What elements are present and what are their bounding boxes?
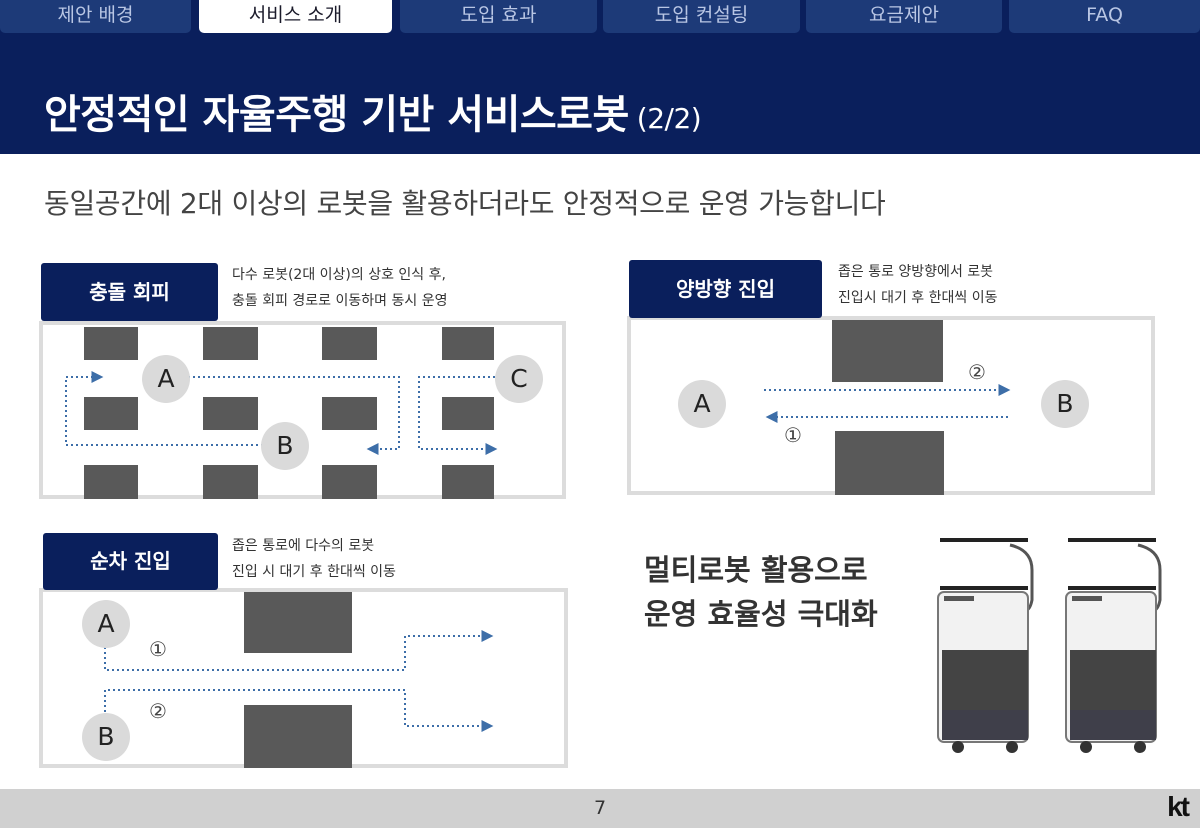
- tagline: 멀티로봇 활용으로 운영 효율성 극대화: [644, 548, 878, 636]
- bidirectional-label: 양방향 진입: [629, 260, 822, 318]
- collision-avoid-diagram: A B C: [39, 321, 566, 499]
- obstacle-block: [835, 431, 944, 495]
- path-c: [418, 376, 498, 455]
- path-a: [104, 630, 494, 671]
- path-b: [65, 371, 263, 446]
- page-indicator: (2/2): [636, 102, 702, 135]
- obstacle-block: [322, 327, 377, 360]
- obstacle-block: [442, 465, 494, 499]
- tagline-line2: 운영 효율성 극대화: [644, 597, 878, 631]
- tagline-line1: 멀티로봇 활용으로: [644, 553, 868, 587]
- sequential-desc-line1: 좁은 통로에 다수의 로봇: [232, 538, 375, 554]
- obstacle-block: [84, 327, 138, 360]
- collision-desc-line1: 다수 로봇(2대 이상)의 상호 인식 후,: [232, 267, 446, 283]
- kt-logo: kt: [1167, 791, 1190, 822]
- tab-proposal-background[interactable]: 제안 배경: [0, 0, 191, 33]
- obstacle-block: [442, 327, 494, 360]
- robot-node-c: C: [495, 355, 543, 403]
- page-subtitle: 동일공간에 2대 이상의 로봇을 활용하더라도 안정적으로 운영 가능합니다: [44, 187, 886, 220]
- obstacle-block: [244, 592, 352, 653]
- obstacle-block: [203, 465, 258, 499]
- sequential-label: 순차 진입: [43, 533, 218, 590]
- page-number: 7: [593, 797, 607, 819]
- obstacle-block: [832, 320, 943, 382]
- order-marker-1: ①: [784, 423, 802, 447]
- path-a: [183, 376, 400, 455]
- path-b: [104, 689, 494, 732]
- robot-node-a: A: [82, 600, 130, 648]
- order-marker-2: ②: [968, 360, 986, 384]
- robot-node-a: A: [142, 355, 190, 403]
- order-marker-1: ①: [149, 637, 167, 661]
- robot-node-a: A: [678, 380, 726, 428]
- bidirectional-desc-line1: 좁은 통로 양방향에서 로봇: [838, 264, 994, 280]
- page-title: 안정적인 자율주행 기반 서비스로봇(2/2): [44, 82, 702, 140]
- bidirectional-desc: 좁은 통로 양방향에서 로봇 진입시 대기 후 한대씩 이동: [838, 259, 997, 311]
- obstacle-block: [322, 397, 377, 430]
- sequential-desc-line2: 진입 시 대기 후 한대씩 이동: [232, 564, 396, 580]
- tab-pricing[interactable]: 요금제안: [806, 0, 1002, 33]
- page-title-text: 안정적인 자율주행 기반 서비스로봇: [44, 92, 629, 138]
- obstacle-block: [244, 705, 352, 768]
- footer: 7 kt: [0, 789, 1200, 828]
- bidirectional-paths: [764, 384, 1011, 423]
- serving-robot-icon: [937, 538, 1034, 753]
- obstacle-block: [203, 397, 258, 430]
- sequential-paths: [104, 630, 494, 732]
- sequential-desc: 좁은 통로에 다수의 로봇 진입 시 대기 후 한대씩 이동: [232, 533, 396, 585]
- obstacle-block: [203, 327, 258, 360]
- top-nav: 제안 배경 서비스 소개 도입 효과 도입 컨설팅 요금제안 FAQ: [0, 0, 1200, 36]
- obstacle-block: [442, 397, 494, 430]
- order-marker-2: ②: [149, 699, 167, 723]
- collision-paths: [65, 371, 498, 455]
- obstacle-block: [322, 465, 377, 499]
- robot-node-b: B: [82, 713, 130, 761]
- tab-consulting[interactable]: 도입 컨설팅: [603, 0, 800, 33]
- sequential-diagram: A B ① ②: [39, 588, 568, 768]
- robot-node-b: B: [261, 422, 309, 470]
- serving-robot-icon: [1065, 538, 1162, 753]
- robot-node-b: B: [1041, 380, 1089, 428]
- collision-desc-line2: 충돌 회피 경로로 이동하며 동시 운영: [232, 293, 448, 309]
- tab-service-intro[interactable]: 서비스 소개: [199, 0, 392, 33]
- tab-adoption-effect[interactable]: 도입 효과: [400, 0, 597, 33]
- obstacle-block: [84, 465, 138, 499]
- collision-avoid-desc: 다수 로봇(2대 이상)의 상호 인식 후, 충돌 회피 경로로 이동하며 동시…: [232, 262, 447, 314]
- serving-robots-illustration: [937, 538, 1162, 753]
- bidirectional-desc-line2: 진입시 대기 후 한대씩 이동: [838, 290, 998, 306]
- obstacle-block: [84, 397, 138, 430]
- title-banner: 안정적인 자율주행 기반 서비스로봇(2/2): [0, 36, 1200, 154]
- bidirectional-diagram: A B ② ①: [627, 316, 1155, 495]
- collision-avoid-label: 충돌 회피: [41, 263, 218, 321]
- tab-faq[interactable]: FAQ: [1009, 0, 1200, 33]
